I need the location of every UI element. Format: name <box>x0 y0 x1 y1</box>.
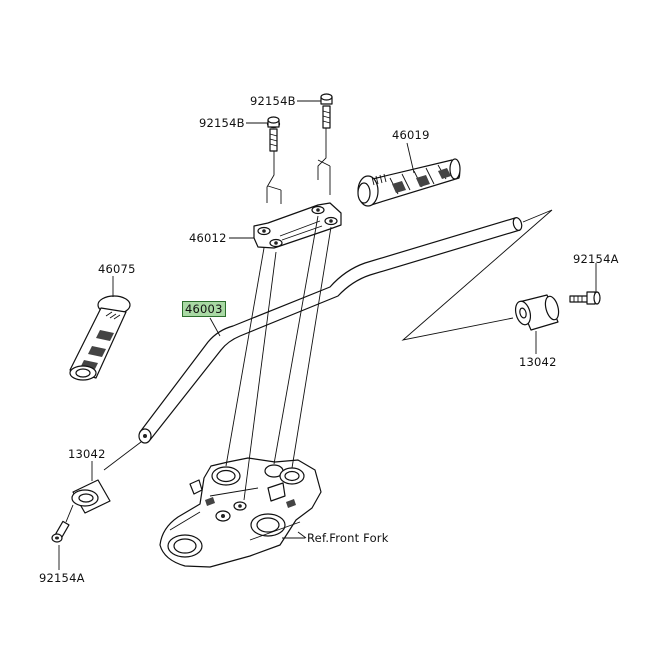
left-grip[interactable] <box>69 295 131 381</box>
right-grip[interactable] <box>357 158 461 207</box>
handlebar[interactable] <box>138 217 523 444</box>
label-46012: 46012 <box>189 231 227 245</box>
holder-bolt-right[interactable] <box>320 93 333 129</box>
upper-triple-clamp[interactable] <box>159 457 322 568</box>
label-46075: 46075 <box>98 262 136 276</box>
label-46003-highlighted: 46003 <box>182 301 226 317</box>
left-bar-end-bolt[interactable] <box>51 520 70 543</box>
assembly-lines <box>58 100 597 570</box>
right-bar-end-weight[interactable] <box>513 294 561 331</box>
right-bar-end-bolt[interactable] <box>569 291 601 305</box>
label-92154b-lower: 92154B <box>199 116 245 130</box>
label-92154b-upper: 92154B <box>250 94 296 108</box>
label-92154a-right: 92154A <box>573 252 619 266</box>
label-ref-front-fork: Ref.Front Fork <box>307 531 389 545</box>
handlebar-holder[interactable] <box>253 202 342 249</box>
holder-bolt-left[interactable] <box>266 116 281 152</box>
label-13042-right: 13042 <box>519 355 557 369</box>
label-46019: 46019 <box>392 128 430 142</box>
label-13042-left: 13042 <box>68 447 106 461</box>
left-bar-end-weight[interactable] <box>71 479 111 514</box>
label-92154a-left: 92154A <box>39 571 85 585</box>
